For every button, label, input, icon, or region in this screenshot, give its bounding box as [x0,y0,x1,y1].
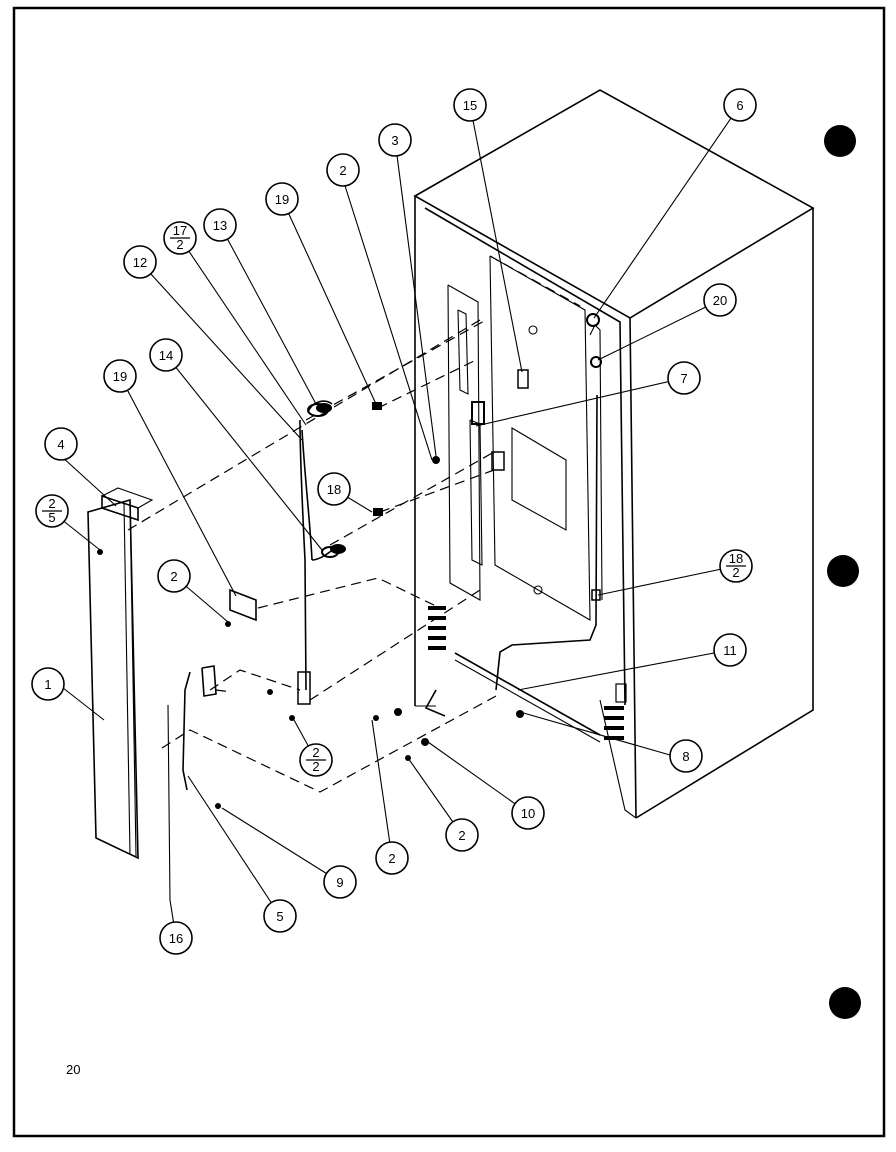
callout-circle [149,338,183,372]
callout-label: 20 [713,293,727,308]
callout-circle [317,472,351,506]
callout-label: 6 [736,98,743,113]
callout-label: 4 [57,437,64,452]
callout-c2e: 25 [35,494,69,528]
callout-c18b: 182 [719,549,753,583]
callout-denominator: 5 [48,510,55,525]
callout-circle [103,359,137,393]
callout-label: 2 [458,828,465,843]
binder-hole-middle [827,555,859,587]
callout-label: 19 [275,192,289,207]
callout-circle [703,283,737,317]
callout-circle [159,921,193,955]
callout-numerator: 17 [173,223,187,238]
callout-circle [723,88,757,122]
callout-label: 7 [680,371,687,386]
callout-circle [375,841,409,875]
callout-c1: 1 [31,667,65,701]
callout-label: 11 [723,643,737,658]
components [87,313,602,901]
assembly-lines [127,319,497,793]
callout-denominator: 2 [732,565,739,580]
callout-circle [31,667,65,701]
callout-c17: 172 [163,221,197,255]
callout-label: 13 [213,218,227,233]
callout-label: 1 [44,677,51,692]
callout-circle [44,427,78,461]
callout-c4: 4 [44,427,78,461]
callout-circle [378,123,412,157]
binder-hole-top [824,125,856,157]
callout-c2a: 2 [326,153,360,187]
callout-c2c: 2 [375,841,409,875]
callout-label: 8 [682,749,689,764]
callout-circle [445,818,479,852]
callout-c16: 16 [159,921,193,955]
callout-label: 15 [463,98,477,113]
refrigerator-cabinet [413,89,815,819]
callout-label: 3 [391,133,398,148]
callout-circle [667,361,701,395]
callout-label: 2 [170,569,177,584]
callout-label: 5 [276,909,283,924]
callout-label: 19 [113,369,127,384]
callout-c18: 18 [317,472,351,506]
callout-label: 9 [336,875,343,890]
callout-label: 10 [521,806,535,821]
page-border [12,6,886,1138]
callout-circle [453,88,487,122]
callout-c12: 12 [123,245,157,279]
page-number: 20 [66,1062,81,1077]
callout-circle [511,796,545,830]
callout-c2d: 2 [445,818,479,852]
callout-c19b: 19 [103,359,137,393]
callout-numerator: 18 [729,551,743,566]
callout-c2b: 2 [157,559,191,593]
callout-circle [263,899,297,933]
callout-label: 12 [133,255,147,270]
callout-circle [265,182,299,216]
callout-label: 16 [169,931,183,946]
callout-label: 2 [388,851,395,866]
callout-label: 2 [339,163,346,178]
callout-denominator: 2 [176,237,183,252]
callout-circle [323,865,357,899]
callout-c2f: 22 [299,743,333,777]
callout-c20: 20 [703,283,737,317]
callout-label: 14 [159,348,173,363]
callout-c7: 7 [667,361,701,395]
callout-c19a: 19 [265,182,299,216]
callout-numerator: 2 [312,745,319,760]
binder-hole-bottom [829,987,861,1019]
callout-circle [203,208,237,242]
callout-layer: 1222225223456789101112131415161721818219… [31,88,757,955]
callout-circle [669,739,703,773]
callout-c14: 14 [149,338,183,372]
callout-c15: 15 [453,88,487,122]
callout-circle [713,633,747,667]
leader-lines [57,104,741,939]
callout-label: 18 [327,482,341,497]
callout-numerator: 2 [48,496,55,511]
callout-c13: 13 [203,208,237,242]
callout-circle [123,245,157,279]
callout-c8: 8 [669,739,703,773]
callout-circle [157,559,191,593]
callout-c5: 5 [263,899,297,933]
callout-c10: 10 [511,796,545,830]
callout-c11: 11 [713,633,747,667]
callout-c9: 9 [323,865,357,899]
callout-denominator: 2 [312,759,319,774]
wiring-harness [297,400,336,705]
callout-c3: 3 [378,123,412,157]
callout-c6: 6 [723,88,757,122]
callout-circle [326,153,360,187]
